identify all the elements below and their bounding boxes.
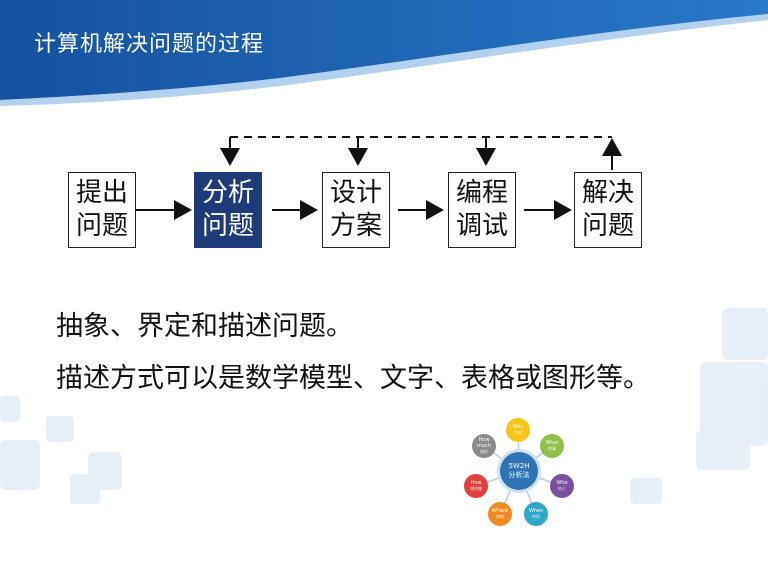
step-label-line1: 编程 [455,178,508,208]
step-analyze-problem: 分析 问题 [194,172,262,248]
center-label-line2: 分析法 [508,471,530,479]
petal-sub: 何地 [496,514,504,519]
petal-sub: 何时 [532,514,540,519]
petal-sub: 何价 [480,449,488,454]
header-wave [0,0,768,100]
step-label-line2: 问题 [75,211,128,241]
step-label-line2: 问题 [581,211,634,241]
step-propose-problem: 提出 问题 [68,172,136,248]
decorative-squares [0,308,768,504]
petal-who: Who 何人 [550,474,574,498]
step-label-line2: 调试 [455,211,508,241]
step-label-line1: 解决 [581,178,634,208]
diagram-5w2h-center: 5W2H 分析法 [500,452,538,490]
petal-how: How 如何做 [464,474,488,498]
petal-sub: 如何做 [470,486,482,491]
diagram-5w2h: Why 为何 What 何事 Who 何人 When 何时 Where 何地 H… [456,414,580,532]
body-text-line-1: 抽象、界定和描述问题。 [56,311,353,342]
step-label-line2: 问题 [201,211,254,241]
step-solve-problem: 解决 问题 [574,172,642,248]
petal-sub: 何事 [548,446,556,451]
header-wave-highlight [0,14,768,106]
step-label-line1: 分析 [201,178,254,208]
petal-label: Where [491,508,509,514]
petal-where: Where 何地 [488,502,512,526]
petal-when: When 何时 [524,502,548,526]
petal-sub: 何人 [558,486,566,491]
center-label-line1: 5W2H [508,462,530,470]
petal-label: What [545,440,559,446]
petal-sub: 为何 [514,430,522,435]
petal-label: Why [512,424,524,430]
petal-label: When [528,508,544,514]
body-text-line-2: 描述方式可以是数学模型、文字、表格或图形等。 [56,363,650,394]
petal-what: What 何事 [540,434,564,458]
petal-label: How much [477,437,491,449]
step-label-line1: 设计 [329,178,382,208]
petal-why: Why 为何 [506,418,530,442]
page-title: 计算机解决问题的过程 [34,32,265,57]
step-program-debug: 编程 调试 [448,172,516,248]
petal-label: Who [556,480,568,486]
step-design-solution: 设计 方案 [322,172,390,248]
petal-label: How [470,480,482,486]
petal-how-much: How much 何价 [472,434,496,458]
step-label-line2: 方案 [329,211,382,241]
step-label-line1: 提出 [75,178,128,208]
